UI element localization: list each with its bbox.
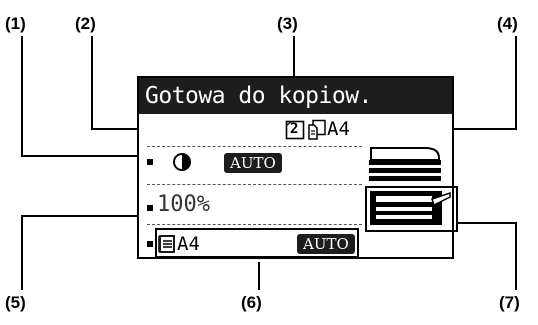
callout-2: (2)	[75, 14, 96, 33]
tray-select-box	[365, 186, 458, 232]
tray-mode-badge: AUTO	[297, 234, 355, 254]
callout-3: (3)	[277, 14, 298, 33]
status-message: Gotowa do kopiow.	[139, 78, 452, 114]
duplex-icon-text: 2	[290, 121, 299, 137]
bullet-ratio	[147, 205, 153, 211]
tray-info-box	[155, 228, 359, 258]
callout-7: (7)	[499, 293, 520, 312]
leader-1	[21, 36, 140, 157]
original-copy-icon	[308, 119, 326, 140]
tray-select-icon	[370, 191, 451, 225]
callout-5: (5)	[5, 293, 26, 312]
leader-5	[21, 215, 140, 290]
callout-4: (4)	[497, 14, 518, 33]
bullet-exposure	[147, 159, 153, 165]
lcd-display: Gotowa do kopiow. 2 A4 AUTO 100% A4 AUTO	[137, 76, 458, 259]
callout-6: (6)	[241, 293, 262, 312]
paper-size: A4	[327, 118, 350, 140]
paper-tray-icon	[158, 235, 175, 253]
exposure-mode-badge: AUTO	[224, 153, 282, 173]
copy-ratio: 100%	[157, 192, 210, 217]
duplex-icon	[285, 120, 305, 140]
contrast-icon	[173, 153, 191, 171]
separator-3	[147, 224, 362, 225]
bullet-tray	[147, 241, 153, 247]
separator-2	[147, 184, 362, 185]
separator-1	[147, 146, 362, 147]
tray-paper-size: A4	[177, 233, 200, 255]
leader-7	[457, 222, 517, 290]
copier-icon	[369, 147, 441, 181]
callout-1: (1)	[5, 14, 26, 33]
